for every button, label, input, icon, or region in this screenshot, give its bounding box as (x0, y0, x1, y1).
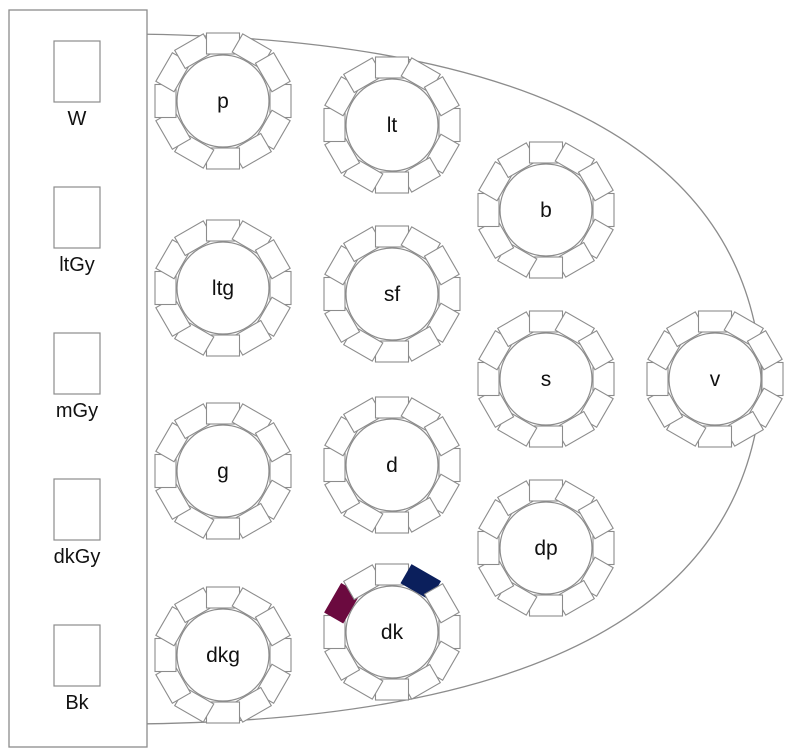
table-top[interactable] (345, 247, 439, 341)
table-b[interactable]: b (477, 141, 615, 279)
table-top[interactable] (345, 418, 439, 512)
table-dk[interactable]: dk (323, 563, 461, 701)
side-box-w[interactable]: W (53, 40, 101, 130)
table-label: b (540, 199, 552, 222)
table-top[interactable] (176, 54, 270, 148)
table-s[interactable]: s (477, 310, 615, 448)
table-p[interactable]: p (154, 32, 292, 170)
seat[interactable] (423, 244, 460, 286)
table-label: dkg (206, 644, 240, 667)
table-ltg[interactable]: ltg (154, 219, 292, 357)
table-lt[interactable]: lt (323, 56, 461, 194)
table-label: dp (534, 537, 557, 560)
table-label: ltg (212, 277, 234, 300)
side-box-bk[interactable]: Bk (53, 624, 101, 714)
table-top[interactable] (345, 585, 439, 679)
table-top[interactable] (176, 241, 270, 335)
seat[interactable] (423, 75, 460, 117)
table-label: dk (381, 621, 404, 644)
table-top[interactable] (499, 163, 593, 257)
side-box-rect[interactable] (53, 624, 101, 687)
table-g[interactable]: g (154, 402, 292, 540)
seat[interactable] (254, 605, 291, 647)
table-top[interactable] (176, 424, 270, 518)
table-label: s (541, 368, 552, 391)
side-box-dkgy[interactable]: dkGy (53, 478, 101, 568)
table-d[interactable]: d (323, 396, 461, 534)
side-box-rect[interactable] (53, 478, 101, 541)
seat[interactable] (254, 421, 291, 463)
seat[interactable] (254, 51, 291, 93)
seat[interactable] (254, 238, 291, 280)
table-dkg[interactable]: dkg (154, 586, 292, 724)
seat[interactable] (423, 415, 460, 457)
seat[interactable] (577, 160, 614, 202)
side-box-label: mGy (56, 400, 98, 422)
seat[interactable] (577, 498, 614, 540)
side-box-label: ltGy (59, 254, 95, 276)
table-label: lt (387, 114, 398, 137)
table-sf[interactable]: sf (323, 225, 461, 363)
table-label: p (217, 90, 229, 113)
side-box-label: dkGy (54, 546, 101, 568)
table-top[interactable] (345, 78, 439, 172)
side-box-label: W (68, 108, 87, 130)
seat[interactable] (423, 582, 460, 624)
table-top[interactable] (176, 608, 270, 702)
table-label: v (710, 368, 721, 391)
table-top[interactable] (499, 501, 593, 595)
side-box-rect[interactable] (53, 186, 101, 249)
table-label: g (217, 460, 229, 483)
table-dp[interactable]: dp (477, 479, 615, 617)
side-box-rect[interactable] (53, 332, 101, 395)
side-box-label: Bk (65, 692, 89, 714)
table-top[interactable] (668, 332, 762, 426)
table-label: d (386, 454, 398, 477)
table-top[interactable] (499, 332, 593, 426)
tables-layer: p ltg g dkg lt sf d dk b s dp v (154, 32, 784, 724)
seat[interactable] (746, 329, 783, 371)
table-v[interactable]: v (646, 310, 784, 448)
table-label: sf (384, 283, 401, 306)
side-box-mgy[interactable]: mGy (53, 332, 101, 422)
side-box-rect[interactable] (53, 40, 101, 103)
side-box-ltgy[interactable]: ltGy (53, 186, 101, 276)
seat[interactable] (577, 329, 614, 371)
